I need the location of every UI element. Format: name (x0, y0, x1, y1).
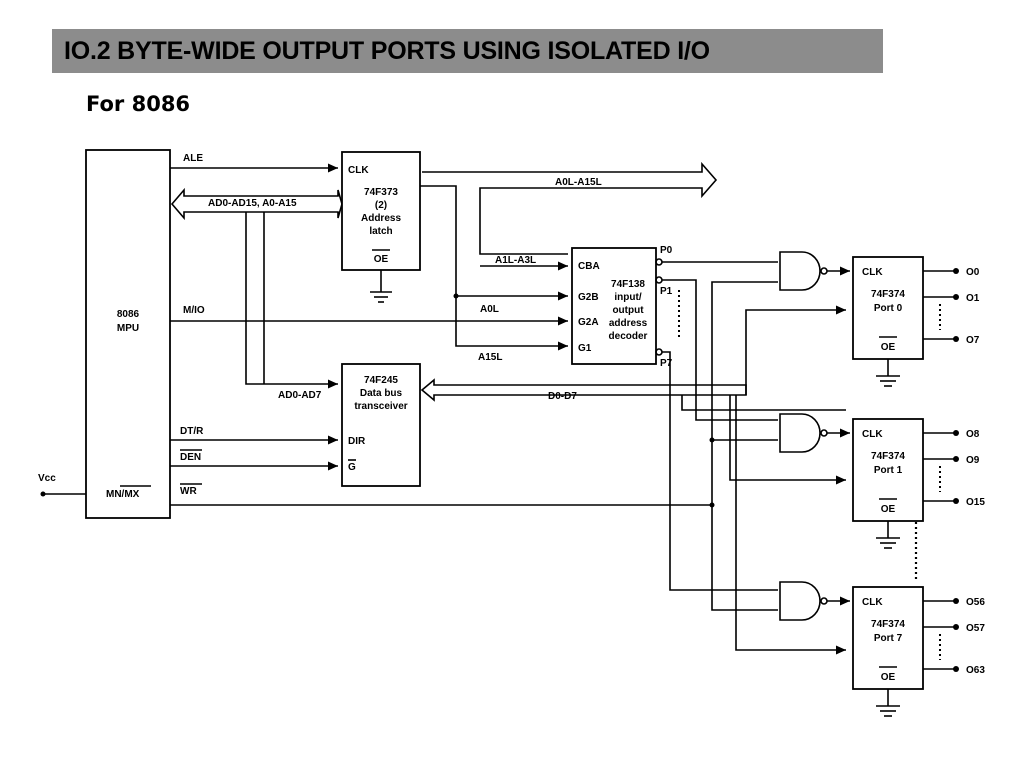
data-bus-to-ports (681, 305, 846, 655)
trans-l3: transceiver (354, 401, 407, 412)
latch-l1: 74F373 (364, 187, 398, 198)
ad-low-label: AD0-AD7 (278, 390, 322, 401)
a-g2b-label: A0L (480, 304, 499, 315)
port-o_top-1: O8 (966, 429, 980, 440)
latch-l2: (2) (375, 200, 387, 211)
trans-l2: Data bus (360, 388, 403, 399)
port-o_bot-0: O7 (966, 335, 980, 346)
dec-p0: P0 (660, 245, 673, 256)
latch-l4: latch (369, 226, 392, 237)
dec-l3: output (612, 305, 644, 316)
port-clk-1: CLK (862, 429, 883, 440)
port-oe-2: OE (881, 672, 896, 683)
io-address-decoder: CBA G2B G2A G1 74F138 input/ output addr… (571, 245, 680, 369)
slide-title: IO.2 BYTE-WIDE OUTPUT PORTS USING ISOLAT… (64, 36, 710, 65)
ale-label: ALE (183, 153, 203, 164)
port-o_mid-1: O9 (966, 455, 980, 466)
port-o_bot-1: O15 (966, 497, 985, 508)
latched-address-bus: A0L-A15L (422, 161, 718, 255)
output-port-2 (852, 586, 924, 690)
port-clk-0: CLK (862, 267, 883, 278)
port-o_top-2: O56 (966, 597, 985, 608)
ad-bus: AD0-AD15, A0-A15 (170, 187, 343, 221)
decoder-output-lines (662, 261, 778, 591)
den-label: DEN (180, 452, 201, 463)
wr-distribution (709, 281, 778, 611)
mpu-label-2: MPU (117, 323, 139, 334)
data-bus-transceiver: 74F245 Data bus transceiver DIR G (341, 363, 421, 487)
latch-l3: Address (361, 213, 401, 224)
m-io-label: M/IO (183, 305, 205, 316)
output-port-0 (852, 256, 924, 360)
ad-low-bus: AD0-AD7 (245, 212, 338, 401)
a-g1-label: A15L (478, 352, 502, 363)
slide-subtitle: For 8086 (86, 92, 191, 116)
ale-signal: ALE (170, 153, 338, 173)
wr-label: WR (180, 486, 197, 497)
port-name-1: Port 1 (874, 465, 903, 476)
vcc-input: Vcc (38, 473, 86, 497)
a-cba-label: A1L-A3L (495, 255, 536, 266)
nand-gate-1 (779, 413, 821, 453)
dec-l1: 74F138 (611, 279, 645, 290)
port-o_mid-0: O1 (966, 293, 980, 304)
port-o_bot-2: O63 (966, 665, 985, 676)
dec-cba: CBA (578, 261, 600, 272)
output-port-1 (852, 418, 924, 522)
d-bus-label: D0-D7 (548, 391, 577, 402)
m-io-signal: M/IO (170, 305, 568, 326)
dec-p7: P7 (660, 358, 673, 369)
trans-l1: 74F245 (364, 375, 398, 386)
latch-oe: OE (374, 254, 389, 265)
port-o_mid-2: O57 (966, 623, 985, 634)
port-oe-0: OE (881, 342, 896, 353)
a-bus-high-label: A0L-A15L (555, 177, 602, 188)
dec-g1: G1 (578, 343, 592, 354)
port-chip-2: 74F374 (871, 619, 905, 630)
dec-g2a: G2A (578, 317, 599, 328)
port-chip-1: 74F374 (871, 451, 905, 462)
trans-dir: DIR (348, 436, 366, 447)
title-bar: IO.2 BYTE-WIDE OUTPUT PORTS USING ISOLAT… (52, 29, 883, 73)
trans-g: G (348, 462, 356, 473)
dec-l5: decoder (609, 331, 648, 342)
nand-gate-0 (779, 251, 821, 291)
dec-l4: address (609, 318, 648, 329)
dt-r-label: DT/R (180, 426, 204, 437)
dec-g2b: G2B (578, 292, 599, 303)
port-o_top-0: O0 (966, 267, 980, 278)
vcc-label: Vcc (38, 473, 56, 484)
dec-p1: P1 (660, 286, 673, 297)
port-chip-0: 74F374 (871, 289, 905, 300)
data-bus: D0-D7 (420, 378, 747, 402)
port-name-2: Port 7 (874, 633, 903, 644)
address-lines: A1L-A3L A0L A15L (420, 185, 568, 363)
port-name-0: Port 0 (874, 303, 903, 314)
dec-l2: input/ (614, 292, 641, 303)
mpu-block: 8086 MPU (85, 149, 171, 519)
ad-bus-label: AD0-AD15, A0-A15 (208, 198, 297, 209)
port-oe-1: OE (881, 504, 896, 515)
port-clk-2: CLK (862, 597, 883, 608)
latch-clk: CLK (348, 165, 369, 176)
mpu-label-1: 8086 (117, 309, 140, 320)
address-latch: CLK 74F373 (2) Address latch OE (341, 151, 421, 303)
control-signals: DT/R DEN WR (170, 426, 715, 508)
mn-mx-label: MN/MX (106, 489, 140, 500)
nand-gate-2 (779, 581, 821, 621)
